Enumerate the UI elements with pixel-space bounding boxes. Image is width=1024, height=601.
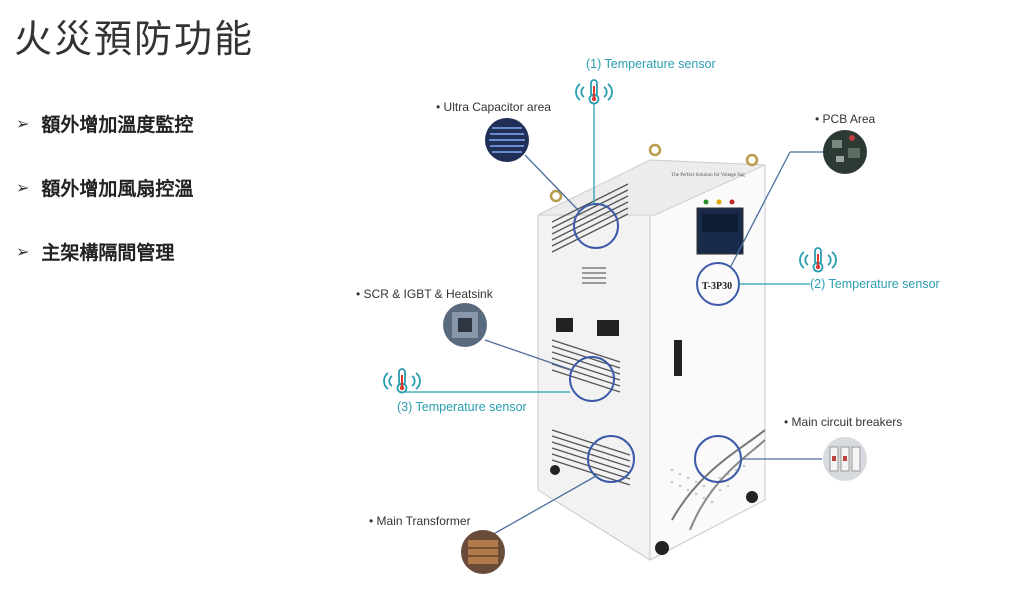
callout-circle-transformer xyxy=(587,435,635,483)
callout-circle-ultra-capacitor xyxy=(573,203,619,249)
connector-line xyxy=(524,154,581,213)
side-switch-right xyxy=(597,320,619,336)
scr-igbt-heatsink-label: • SCR & IGBT & Heatsink xyxy=(356,287,493,301)
cable xyxy=(671,429,766,521)
page-title: 火災預防功能 xyxy=(14,17,255,61)
main-circuit-breakers-label: • Main circuit breakers xyxy=(784,415,903,429)
display-screen xyxy=(702,214,738,232)
feature-label: 額外增加風扇控溫 xyxy=(41,177,194,200)
wheel-icon xyxy=(550,465,560,475)
thermometer-icon xyxy=(383,368,421,394)
transformer-photo xyxy=(461,530,505,574)
cable xyxy=(689,439,766,531)
lower-side-vent xyxy=(551,429,631,486)
temp-sensor-3-label: (3) Temperature sensor xyxy=(397,400,527,414)
lifting-eye-icon xyxy=(648,143,662,157)
upper-side-vent xyxy=(551,183,629,253)
ultra-capacitor-photo xyxy=(485,118,529,162)
temp-sensor-2-label: (2) Temperature sensor xyxy=(810,277,940,291)
ultra-capacitor-label: • Ultra Capacitor area xyxy=(436,100,551,114)
connector-line xyxy=(484,339,573,371)
small-grille xyxy=(582,267,606,284)
arrow-bullet-icon: ➢ xyxy=(16,177,30,197)
scr-igbt-photo xyxy=(443,303,487,347)
status-led-red-icon xyxy=(729,199,735,205)
feature-item: ➢ 額外增加風扇控溫 xyxy=(16,176,194,200)
pcb-photo xyxy=(823,130,867,174)
wheel-icon xyxy=(655,541,669,555)
main-transformer-label: • Main Transformer xyxy=(369,514,471,528)
thermometer-icon xyxy=(575,79,613,105)
feature-item: ➢ 額外增加溫度監控 xyxy=(16,112,194,136)
side-switch-left xyxy=(556,318,573,332)
model-label: T-3P30 xyxy=(702,281,732,292)
cabinet-tagline: The Perfect Solution for Voltage Sag xyxy=(671,173,745,178)
thermometer-icon xyxy=(799,247,837,273)
connector-line xyxy=(482,475,597,541)
breakers-photo xyxy=(823,437,867,481)
arrow-bullet-icon: ➢ xyxy=(16,241,30,261)
feature-list: ➢ 額外增加溫度監控 ➢ 額外增加風扇控溫 ➢ 主架構隔間管理 xyxy=(16,112,193,304)
lifting-eye-icon xyxy=(745,153,759,167)
pcb-area-label: • PCB Area xyxy=(815,112,876,126)
feature-label: 額外增加溫度監控 xyxy=(41,113,194,136)
door-handle xyxy=(674,340,682,376)
wheel-icon xyxy=(746,491,758,503)
temp-sensor-1-label: (1) Temperature sensor xyxy=(586,57,716,71)
status-led-green-icon xyxy=(703,199,709,205)
connector-line xyxy=(729,151,791,269)
status-led-yellow-icon xyxy=(716,199,722,205)
feature-label: 主架構隔間管理 xyxy=(41,241,175,264)
lifting-eye-icon xyxy=(549,189,563,203)
callout-circle-scr xyxy=(569,356,615,402)
arrow-bullet-icon: ➢ xyxy=(16,113,30,133)
feature-item: ➢ 主架構隔間管理 xyxy=(16,240,193,264)
